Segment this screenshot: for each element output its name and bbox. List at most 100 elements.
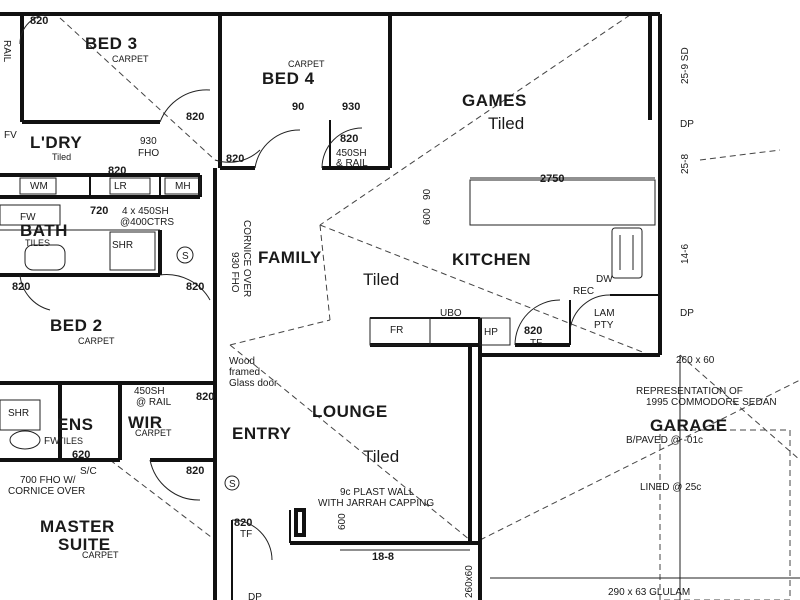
note-fhocornice2: CORNICE OVER bbox=[241, 220, 252, 297]
room-family-name: FAMILY bbox=[258, 248, 322, 267]
dim-820-kitchen: 820 bbox=[524, 325, 542, 337]
note-rep2: 1995 COMMODORE SEDAN bbox=[646, 397, 777, 408]
label-fr: FR bbox=[390, 325, 403, 336]
dim-18-8: 18-8 bbox=[372, 551, 394, 563]
label-lam: LAM bbox=[594, 308, 615, 319]
room-bed3-finish: CARPET bbox=[112, 54, 149, 64]
room-bath-name: BATH bbox=[20, 221, 68, 240]
room-master-name: MASTER bbox=[40, 517, 115, 536]
dim-600-lounge: 600 bbox=[337, 513, 348, 530]
label-shr-bath: SHR bbox=[112, 240, 133, 251]
dim-820-ldry: 820 bbox=[186, 111, 204, 123]
dim-90-kitchen: 90 bbox=[422, 188, 433, 200]
dim-260x60-vert: 260x60 bbox=[464, 565, 475, 598]
note-plast2: WITH JARRAH CAPPING bbox=[318, 498, 434, 509]
note-switch-1: S bbox=[229, 479, 236, 490]
dim-25-8: 25-8 bbox=[680, 154, 691, 174]
label-fw-bath: FW bbox=[20, 212, 36, 223]
note-rail-left: RAIL bbox=[1, 40, 12, 63]
room-bed2-finish: CARPET bbox=[78, 336, 115, 346]
label-hp: HP bbox=[484, 327, 498, 338]
note-switch-2: S bbox=[182, 251, 189, 262]
dim-820-wir: 820 bbox=[196, 391, 214, 403]
room-kitchen-name: KITCHEN bbox=[452, 250, 531, 269]
label-sc: S/C bbox=[80, 466, 97, 477]
room-wir-finish: CARPET bbox=[135, 428, 172, 438]
note-sh450: 450SH bbox=[336, 148, 367, 159]
annotation-notes: 930 FHO 450SH & RAIL 450SH @ RAIL 4 x 45… bbox=[1, 40, 777, 540]
label-pty: PTY bbox=[594, 320, 614, 331]
room-games-finish: Tiled bbox=[488, 114, 524, 133]
fixture-labels: WM LR MH FV FW SHR SHR FW FR UBO HP DW R… bbox=[4, 119, 694, 600]
dim-820-lr: 820 bbox=[108, 165, 126, 177]
label-fw-ens: FW bbox=[44, 436, 60, 447]
note-wood3: Glass door bbox=[229, 378, 278, 389]
room-bed2-name: BED 2 bbox=[50, 316, 103, 335]
room-bath-finish: TILES bbox=[25, 238, 50, 248]
room-master-finish: CARPET bbox=[82, 550, 119, 560]
room-bed4-name: BED 4 bbox=[262, 69, 315, 88]
note-fho700: 700 FHO W/ bbox=[20, 475, 76, 486]
label-rec: REC bbox=[573, 286, 594, 297]
door-swings bbox=[19, 13, 611, 561]
dim-290-glulam: 290 x 63 GLULAM bbox=[608, 587, 690, 598]
dim-820-bed3: 820 bbox=[30, 15, 48, 27]
note-plast1: 9c PLAST WALL bbox=[340, 487, 415, 498]
note-wood2: framed bbox=[229, 367, 260, 378]
dim-820-bed2: 820 bbox=[12, 281, 30, 293]
dim-14-6: 14-6 bbox=[680, 244, 691, 264]
room-wir-name: WIR bbox=[128, 413, 163, 432]
dim-820-master: 820 bbox=[186, 465, 204, 477]
dim-25-9sd: 25-9 SD bbox=[680, 47, 691, 84]
note-sh450b: & RAIL bbox=[336, 158, 368, 169]
room-bed3-name: BED 3 bbox=[85, 34, 138, 53]
note-lined: LINED @ 25c bbox=[640, 482, 701, 493]
note-sh450d: @ RAIL bbox=[136, 397, 172, 408]
label-dp-1: DP bbox=[680, 119, 694, 130]
room-ldry-finish: Tiled bbox=[52, 152, 71, 162]
room-family-finish: Tiled bbox=[363, 270, 399, 289]
label-shr-ens: SHR bbox=[8, 408, 29, 419]
note-tf-entry: TF bbox=[240, 529, 252, 540]
dim-620: 620 bbox=[72, 449, 90, 461]
label-wm: WM bbox=[30, 181, 48, 192]
note-sh450c: 450SH bbox=[134, 386, 165, 397]
room-ens-finish: TILES bbox=[58, 436, 83, 446]
label-lr: LR bbox=[114, 181, 127, 192]
note-shelf2: @400CTRS bbox=[120, 217, 174, 228]
label-fv: FV bbox=[4, 130, 17, 141]
label-dw: DW bbox=[596, 274, 613, 285]
dim-600-kitchen: 600 bbox=[422, 208, 433, 225]
room-lounge-finish: Tiled bbox=[363, 447, 399, 466]
room-bed4-finish: CARPET bbox=[288, 59, 325, 69]
walls bbox=[0, 12, 662, 600]
note-fho930: 930 bbox=[140, 136, 157, 147]
dimension-labels: 820 820 820 820 820 820 820 820 820 820 … bbox=[12, 15, 715, 598]
label-dp-2: DP bbox=[680, 308, 694, 319]
note-tf-kitchen: TF bbox=[530, 338, 542, 349]
fixture-outlines bbox=[0, 177, 800, 600]
room-lounge-name: LOUNGE bbox=[312, 402, 388, 421]
room-garage-name: GARAGE bbox=[650, 416, 728, 435]
dim-260x60: 260 x 60 bbox=[676, 355, 715, 366]
dim-720: 720 bbox=[90, 205, 108, 217]
room-master-name2: SUITE bbox=[58, 535, 111, 554]
note-rep1: REPRESENTATION OF bbox=[636, 386, 743, 397]
note-fhocornice: 930 FHO bbox=[229, 252, 240, 293]
label-mh: MH bbox=[175, 181, 191, 192]
label-ubo: UBO bbox=[440, 308, 462, 319]
dim-820-hall: 820 bbox=[226, 153, 244, 165]
room-garage-finish: B/PAVED @ -01c bbox=[626, 435, 703, 446]
room-ens-name: ENS bbox=[57, 415, 93, 434]
dim-930-bed4: 930 bbox=[342, 101, 360, 113]
dim-820-bed4: 820 bbox=[340, 133, 358, 145]
room-games-name: GAMES bbox=[462, 91, 527, 110]
note-wood1: Wood bbox=[229, 356, 255, 367]
label-dp-3: DP bbox=[248, 592, 262, 600]
dim-820-entry: 820 bbox=[234, 517, 252, 529]
note-shelf: 4 x 450SH bbox=[122, 206, 169, 217]
room-ldry-name: L'DRY bbox=[30, 133, 82, 152]
dim-820-bed2b: 820 bbox=[186, 281, 204, 293]
